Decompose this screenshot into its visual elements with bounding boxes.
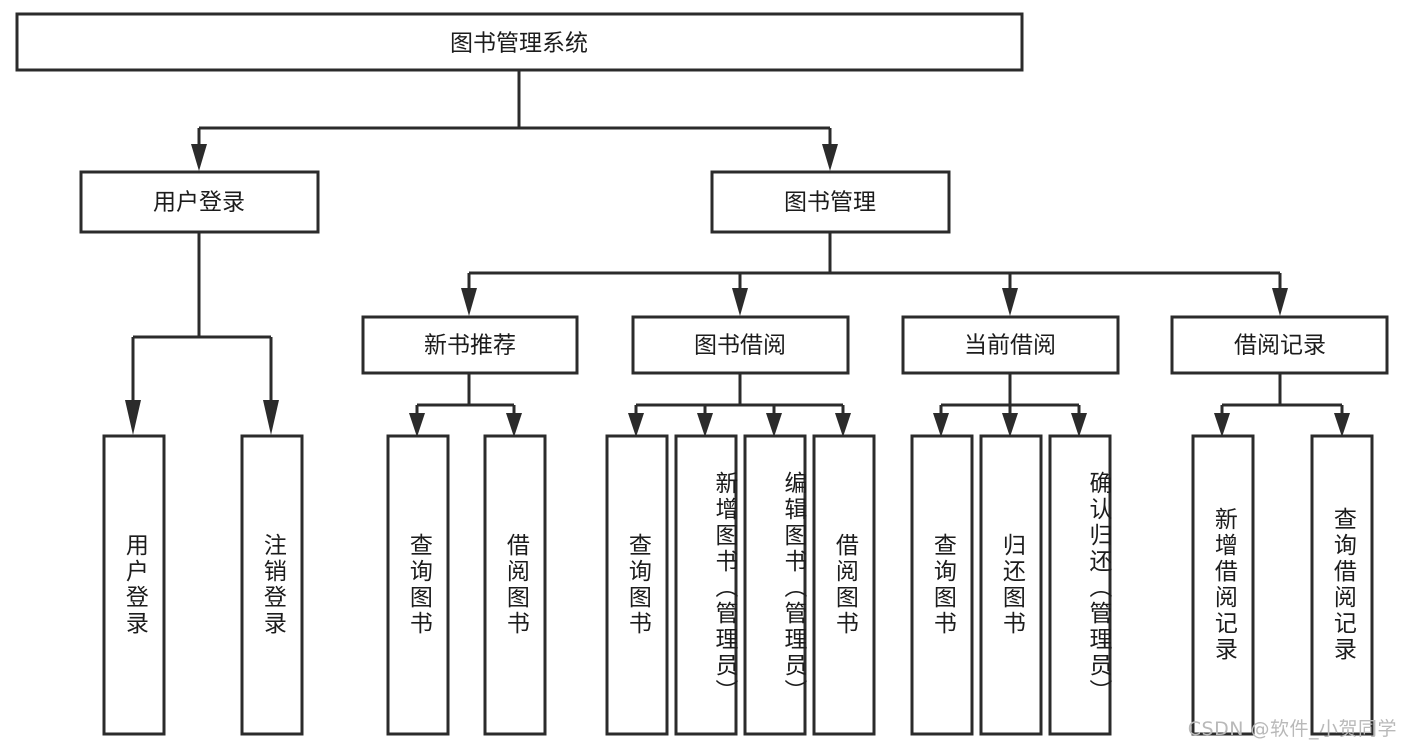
arrow-head-bb-add-book: [697, 413, 713, 437]
node-leaf-nbr-query-book-box[interactable]: [386, 434, 450, 736]
arrow-head-bb-borrow-book: [835, 413, 851, 437]
node-root[interactable]: 图书管理系统: [15, 12, 1024, 72]
arrow-head-bb-edit-book: [766, 413, 782, 437]
node-borrow-record-label: 借阅记录: [1234, 333, 1326, 359]
arrow-head-book-borrow: [732, 288, 748, 316]
arrow-head-nbr-query-book: [409, 413, 425, 437]
node-leaf-cb-confirm-return-box[interactable]: [1048, 434, 1112, 736]
connector-group-book-manage: [461, 232, 1288, 316]
node-leaf-br-query-record-box[interactable]: [1310, 434, 1374, 736]
node-new-book-recommend-box[interactable]: [361, 315, 579, 375]
node-borrow-record[interactable]: 借阅记录: [1170, 315, 1389, 375]
node-book-manage[interactable]: 图书管理: [710, 170, 951, 234]
arrow-head-leaf-user-login: [125, 400, 141, 435]
node-current-borrow[interactable]: 当前借阅: [901, 315, 1120, 375]
arrow-head-cb-query-book: [933, 413, 949, 437]
arrow-head-br-query-record: [1334, 413, 1350, 437]
connector-group-borrow-record: [1214, 373, 1350, 437]
connector-group-user-login: [125, 232, 279, 435]
node-leaf-bb-borrow-book-box[interactable]: [812, 434, 876, 736]
connector-group-new-book-recommend: [409, 373, 522, 437]
node-leaf-bb-add-book-box[interactable]: [674, 434, 738, 736]
arrow-head-bb-query-book: [628, 413, 644, 437]
node-leaf-cb-return-book-box[interactable]: [979, 434, 1043, 736]
node-user-login[interactable]: 用户登录: [79, 170, 320, 234]
node-current-borrow-label: 当前借阅: [964, 333, 1056, 359]
arrow-head-cb-return-book: [1002, 413, 1018, 437]
node-user-login-box[interactable]: [79, 170, 320, 234]
node-root-label: 图书管理系统: [450, 31, 588, 57]
node-leaf-logout-box[interactable]: [240, 434, 304, 736]
node-new-book-recommend-label: 新书推荐: [424, 333, 516, 359]
arrow-head-br-add-record: [1214, 413, 1230, 437]
arrow-head-borrow-record: [1272, 288, 1288, 316]
node-leaf-user-login-box[interactable]: [102, 434, 166, 736]
arrow-head-nbr-borrow-book: [506, 413, 522, 437]
arrow-head-new-book-recommend: [461, 288, 477, 316]
node-book-manage-box[interactable]: [710, 170, 951, 234]
node-new-book-recommend[interactable]: 新书推荐: [361, 315, 579, 375]
node-user-login-label: 用户登录: [153, 190, 245, 216]
connector-group-book-borrow: [628, 373, 851, 437]
node-root-box[interactable]: [15, 12, 1024, 72]
node-leaf-bb-edit-book-box[interactable]: [743, 434, 807, 736]
connector-group-current-borrow: [933, 373, 1087, 437]
arrow-head-cb-confirm-return: [1071, 413, 1087, 437]
node-book-manage-label: 图书管理: [784, 190, 876, 216]
node-book-borrow-box[interactable]: [631, 315, 850, 375]
arrow-head-book-manage: [822, 144, 838, 171]
node-book-borrow-label: 图书借阅: [694, 333, 786, 359]
node-leaf-br-add-record-box[interactable]: [1191, 434, 1255, 736]
csdn-watermark: CSDN @软件_小贺同学: [1187, 718, 1397, 740]
arrow-head-user-login: [191, 144, 207, 171]
arrow-head-current-borrow: [1002, 288, 1018, 316]
connector-group-root: [191, 70, 838, 171]
node-book-borrow[interactable]: 图书借阅: [631, 315, 850, 375]
node-leaf-nbr-borrow-book-box[interactable]: [483, 434, 547, 736]
node-leaf-cb-query-book-box[interactable]: [910, 434, 974, 736]
arrow-head-leaf-logout: [263, 400, 279, 435]
node-leaf-bb-query-book-box[interactable]: [605, 434, 669, 736]
node-borrow-record-box[interactable]: [1170, 315, 1389, 375]
node-current-borrow-box[interactable]: [901, 315, 1120, 375]
